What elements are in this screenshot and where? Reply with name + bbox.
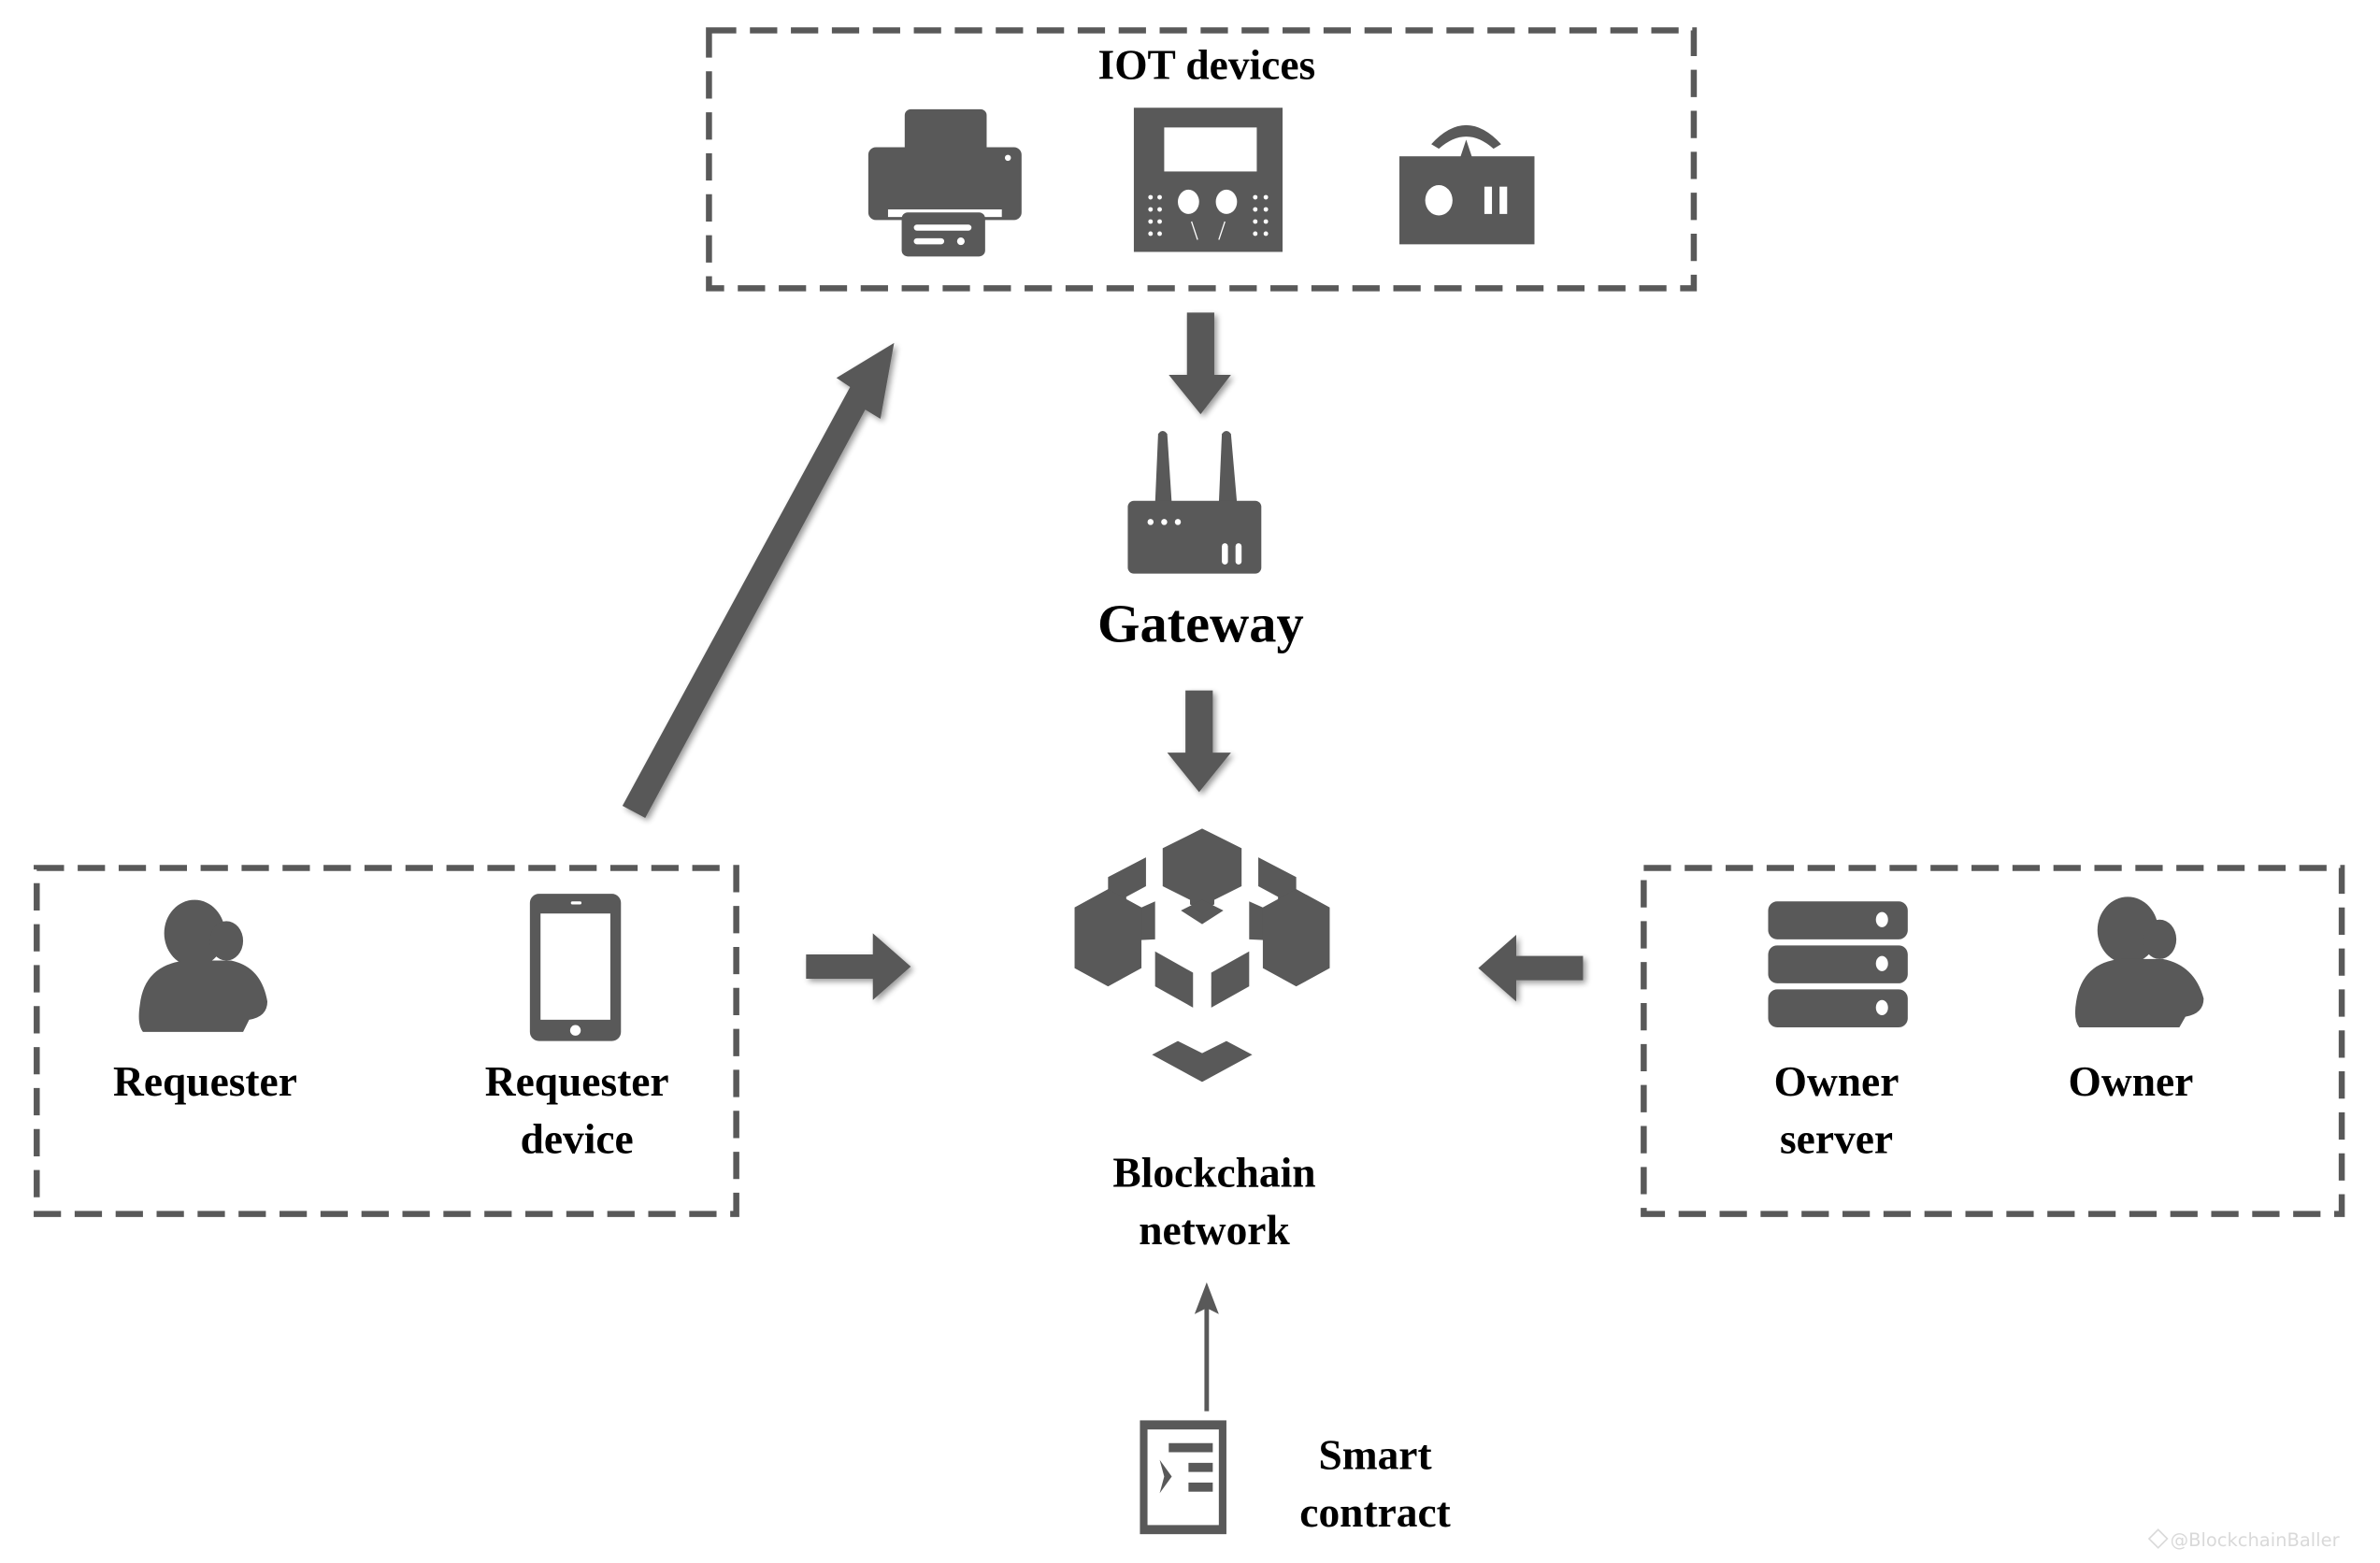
iot-devices-group: IOT devices	[706, 27, 1698, 292]
owner-server-label-line1: Owner	[1774, 1057, 1900, 1105]
owner-user-icon	[2074, 896, 2204, 1027]
watermark: @BlockchainBaller	[2147, 1528, 2340, 1551]
gateway-label: Gateway	[1097, 594, 1304, 654]
iot-group-border	[706, 27, 1698, 292]
blockchain-label-line1: Blockchain	[1112, 1148, 1315, 1196]
arrow-gateway-to-blockchain	[1167, 690, 1231, 793]
arrow-requester-to-iot	[622, 342, 895, 818]
smart-contract-label-line2: contract	[1299, 1488, 1450, 1536]
arrow-owner-to-blockchain	[1478, 934, 1584, 1002]
requester-device-label-line2: device	[521, 1115, 634, 1163]
owner-label: Owner	[2069, 1057, 2194, 1105]
smartphone-icon	[529, 894, 622, 1041]
requester-group-border	[34, 865, 739, 1217]
blockchain-label-line2: network	[1139, 1206, 1290, 1254]
requester-group: Requester Requester device	[34, 865, 739, 1217]
owner-group: Owner server Owner	[1641, 865, 2345, 1217]
server-icon	[1768, 901, 1908, 1027]
arrow-head-icon	[1194, 1282, 1219, 1314]
owner-group-border	[1641, 865, 2345, 1217]
remote-controller-icon	[1399, 124, 1535, 245]
requester-device-label-line1: Requester	[485, 1057, 669, 1105]
watermark-text: @BlockchainBaller	[2171, 1529, 2340, 1551]
requester-label: Requester	[113, 1057, 297, 1105]
user-icon	[138, 899, 268, 1032]
smart-contract-node: Smart contract	[1140, 1282, 1451, 1536]
arrow-requester-to-blockchain	[806, 933, 911, 1000]
contract-icon	[1140, 1420, 1226, 1535]
printer-icon	[867, 108, 1022, 257]
blockchain-node: Blockchain network	[1074, 828, 1330, 1254]
router-icon	[1127, 431, 1262, 574]
gateway-node: Gateway	[1097, 431, 1304, 654]
arrow-iot-to-gateway	[1168, 312, 1231, 415]
owner-server-label-line2: server	[1780, 1115, 1893, 1163]
smart-contract-label-line1: Smart	[1318, 1430, 1431, 1478]
iot-group-label: IOT devices	[1098, 40, 1316, 88]
control-panel-icon	[1133, 108, 1283, 252]
blockchain-icon	[1074, 828, 1330, 1083]
watermark-logo-icon	[2147, 1528, 2169, 1549]
